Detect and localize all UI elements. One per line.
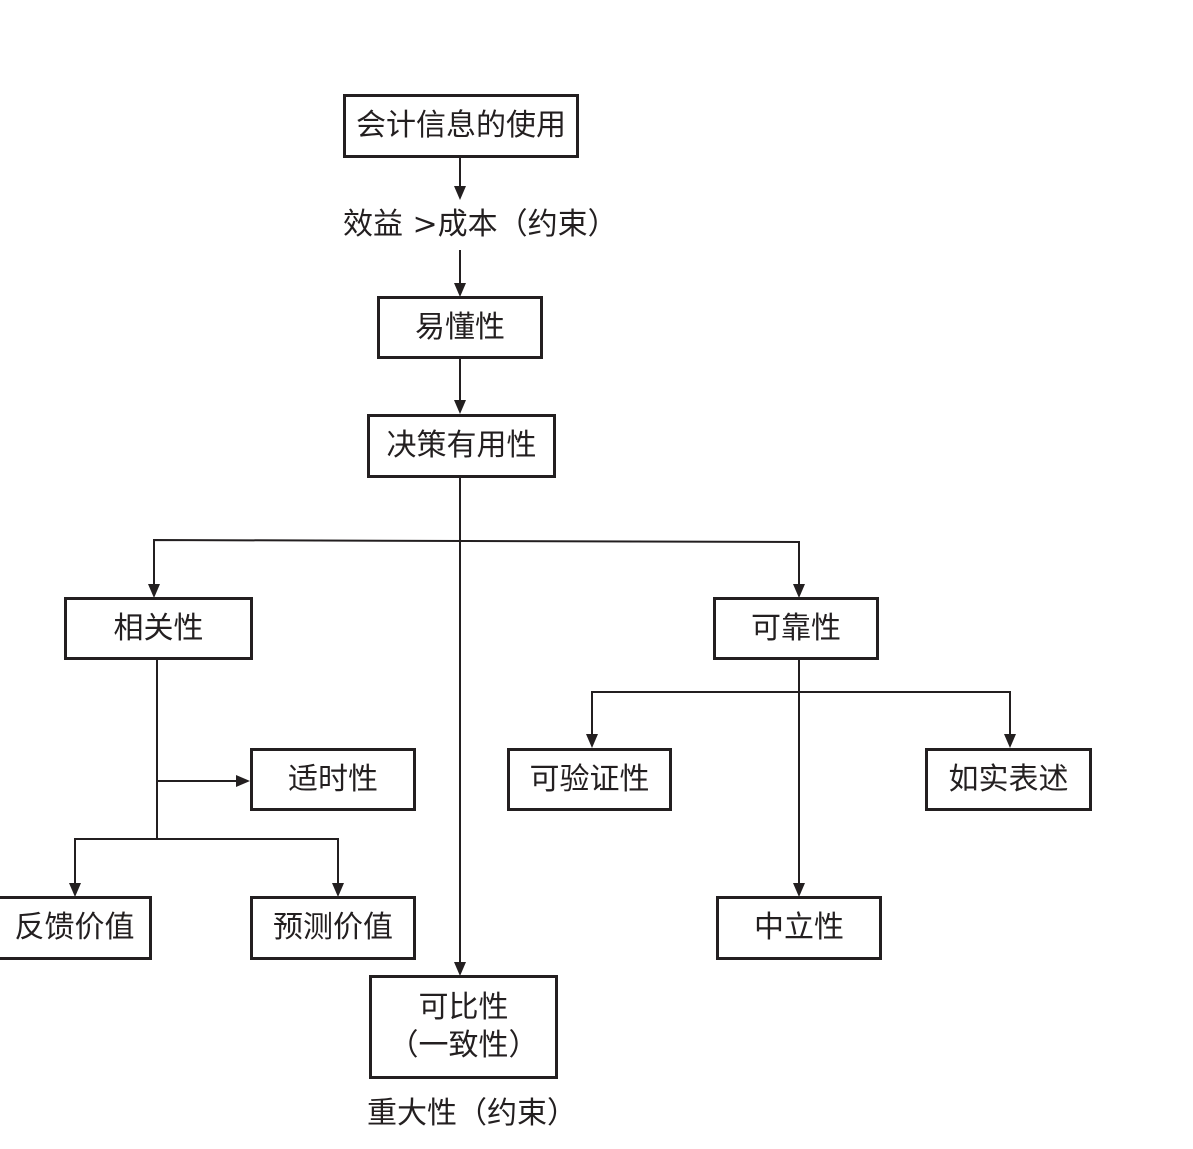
node-understandability-label: 易懂性 [415, 309, 505, 345]
arrowhead-usage-to-cost [454, 186, 466, 200]
node-usage: 会计信息的使用 [343, 94, 579, 158]
node-constraint-cost: 效益 >成本（约束） [343, 206, 618, 244]
arrowhead-reliability [793, 584, 805, 598]
node-comparability: 可比性 （一致性） [369, 975, 558, 1079]
arrowhead-relevance [148, 584, 160, 598]
arrowhead-neutrality [793, 883, 805, 897]
arrowhead-predictive-value [332, 883, 344, 897]
node-faithful-representation: 如实表述 [925, 748, 1092, 811]
node-relevance-label: 相关性 [113, 610, 204, 646]
node-understandability: 易懂性 [377, 296, 543, 359]
node-timeliness-label: 适时性 [288, 761, 378, 797]
arrowhead-cost-to-understandability [454, 283, 466, 297]
node-timeliness: 适时性 [250, 748, 416, 811]
node-reliability: 可靠性 [713, 597, 879, 660]
node-predictive-value-label: 预测价值 [273, 910, 393, 945]
node-feedback-value: 反馈价值 [0, 896, 152, 960]
node-decision-usefulness-label: 决策有用性 [386, 428, 537, 463]
node-neutrality-label: 中立性 [754, 910, 844, 945]
connector-reliability-branches [591, 691, 1011, 734]
node-constraint-materiality: 重大性（约束） [367, 1095, 577, 1133]
arrowhead-comparability [454, 962, 466, 976]
connector-relevance-value-branches [74, 838, 339, 883]
node-consistency-label: （一致性） [388, 1028, 539, 1063]
node-verifiability: 可验证性 [507, 748, 672, 811]
node-reliability-label: 可靠性 [751, 610, 841, 646]
node-verifiability-label: 可验证性 [529, 761, 650, 797]
node-predictive-value: 预测价值 [250, 896, 416, 960]
node-relevance: 相关性 [64, 597, 253, 660]
node-usage-label: 会计信息的使用 [356, 108, 566, 143]
arrowhead-timeliness [236, 775, 250, 787]
node-comparability-label: 可比性 [418, 990, 509, 1025]
arrowhead-verifiability [586, 734, 598, 748]
arrowhead-faithful-representation [1004, 734, 1016, 748]
node-faithful-representation-label: 如实表述 [948, 761, 1069, 797]
node-feedback-value-label: 反馈价值 [14, 910, 135, 945]
arrowhead-understandability-to-decision [454, 400, 466, 414]
arrowhead-feedback-value [69, 883, 81, 897]
connector-decision-branches [153, 538, 800, 584]
node-decision-usefulness: 决策有用性 [367, 414, 556, 478]
node-neutrality: 中立性 [716, 896, 882, 960]
